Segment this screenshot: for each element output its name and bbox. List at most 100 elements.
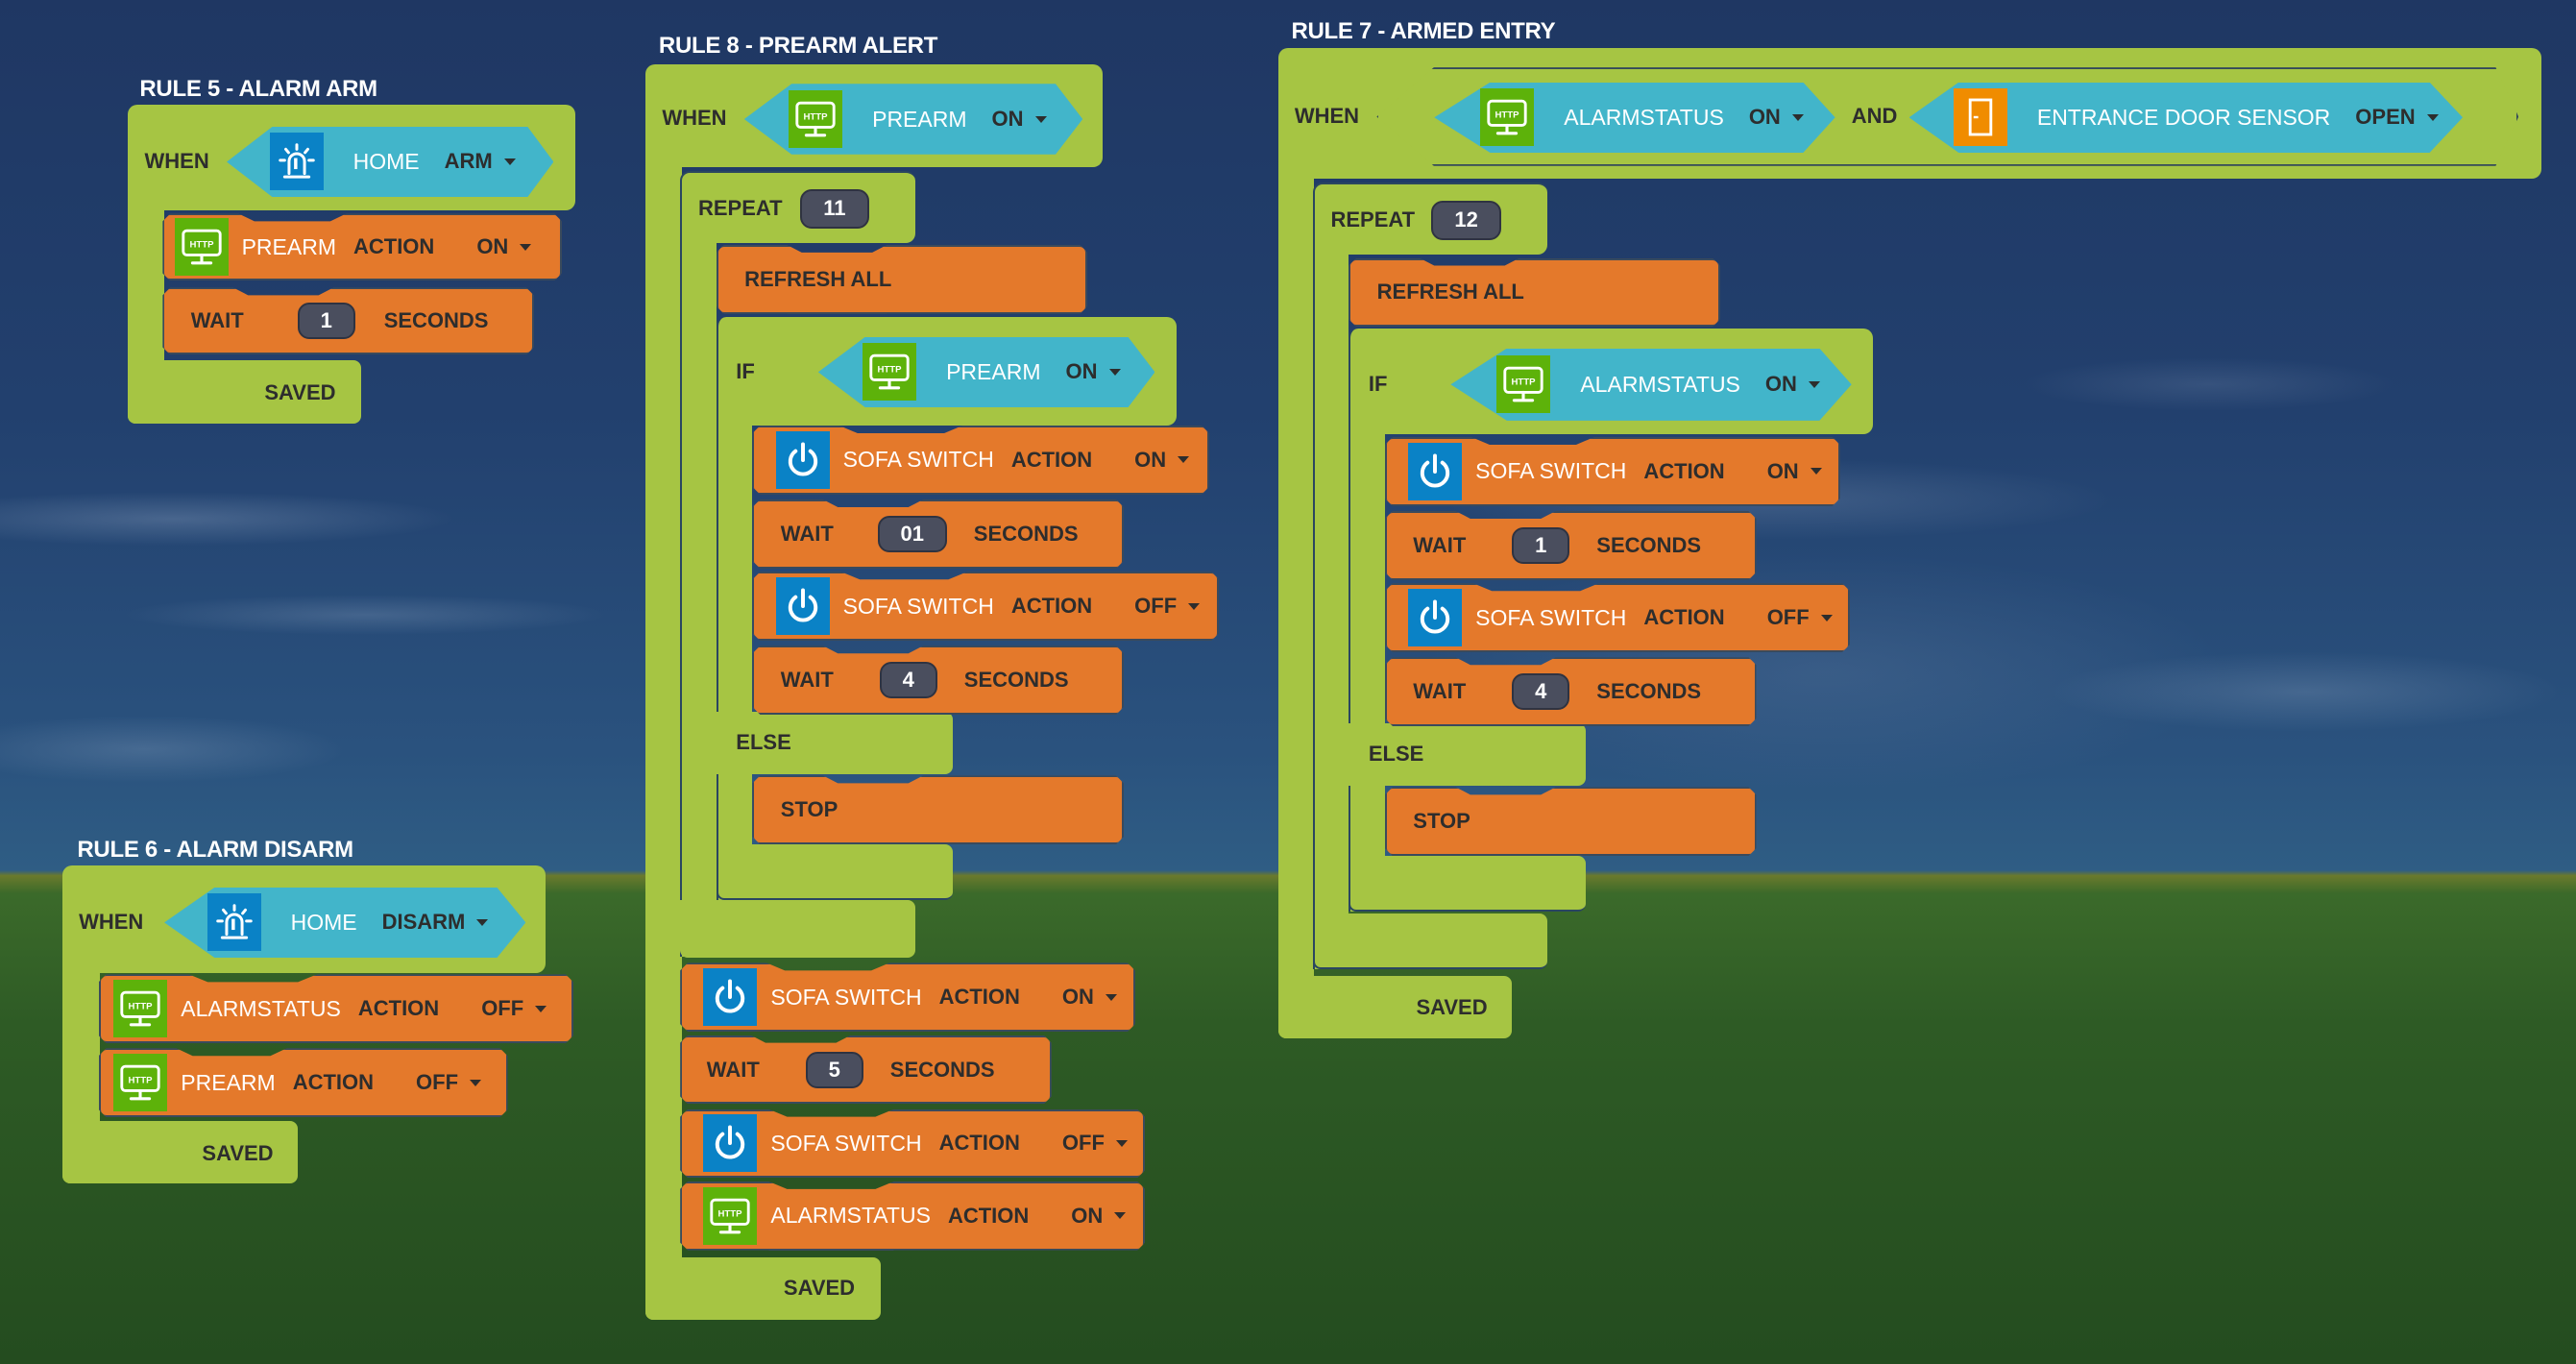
state-value: ON <box>991 107 1024 131</box>
wait-label: WAIT <box>780 668 834 693</box>
device-name: PREARM <box>872 106 967 132</box>
action-value-dropdown[interactable]: ON <box>1071 1204 1126 1229</box>
action-value-dropdown[interactable]: OFF <box>481 996 547 1021</box>
stop-label: STOP <box>1413 809 1470 834</box>
wait-seconds-input[interactable]: 4 <box>1512 673 1569 710</box>
wait-seconds-input[interactable]: 4 <box>880 662 937 698</box>
rule-title: RULE 8 - PREARM ALERT <box>658 33 938 60</box>
state-dropdown[interactable]: DISARM <box>382 910 489 935</box>
seconds-label: SECONDS <box>973 521 1079 546</box>
action-block[interactable]: SOFA SWITCH ACTION OFF <box>1385 583 1850 652</box>
wait-seconds-input[interactable]: 5 <box>806 1052 863 1088</box>
rule-title: RULE 6 - ALARM DISARM <box>77 836 353 863</box>
repeat-header[interactable] <box>680 170 915 244</box>
action-block[interactable]: ALARMSTATUS ACTION OFF <box>99 974 573 1043</box>
state-dropdown[interactable]: ARM <box>445 149 516 174</box>
chevron-down-icon <box>1108 368 1121 376</box>
wait-block[interactable]: WAIT 4 SECONDS <box>1385 657 1757 726</box>
else-row <box>1349 722 1586 786</box>
if-condition[interactable]: PREARM ON <box>817 336 1155 408</box>
wait-block[interactable]: WAIT 4 SECONDS <box>752 645 1124 715</box>
state-dropdown[interactable]: ON <box>1066 359 1121 384</box>
refresh-all-block[interactable]: REFRESH ALL <box>1349 258 1720 328</box>
action-value-dropdown[interactable]: OFF <box>1767 605 1833 630</box>
state-value: ARM <box>444 149 493 174</box>
chevron-down-icon <box>1178 456 1189 463</box>
device-name: ENTRANCE DOOR SENSOR <box>2036 104 2331 130</box>
door-icon <box>1953 88 2007 147</box>
if-condition[interactable]: ALARMSTATUS ON <box>1450 348 1852 421</box>
action-block[interactable]: SOFA SWITCH ACTION OFF <box>752 572 1219 641</box>
if-arm <box>1349 420 1385 913</box>
stop-block[interactable]: STOP <box>752 775 1124 844</box>
trigger-condition[interactable]: HOME ARM <box>227 126 554 198</box>
action-label: ACTION <box>1010 594 1093 619</box>
wait-label: WAIT <box>780 521 834 546</box>
state-dropdown[interactable]: ON <box>1765 372 1820 397</box>
action-block[interactable]: ALARMSTATUS ACTION ON <box>680 1181 1145 1251</box>
stop-block[interactable]: STOP <box>1385 787 1757 856</box>
state-dropdown[interactable]: ON <box>992 107 1047 132</box>
chevron-down-icon <box>1106 994 1117 1001</box>
action-value-dropdown[interactable]: OFF <box>416 1070 481 1095</box>
device-name: SOFA SWITCH <box>770 1130 922 1156</box>
if-footer <box>1349 856 1586 913</box>
seconds-label: SECONDS <box>383 308 489 333</box>
wait-label: WAIT <box>1413 532 1467 557</box>
wait-block[interactable]: WAIT 1 SECONDS <box>162 287 534 354</box>
action-value-dropdown[interactable]: ON <box>1767 459 1822 484</box>
wait-block[interactable]: WAIT 01 SECONDS <box>752 499 1124 569</box>
trigger-condition[interactable]: PREARM ON <box>743 84 1083 155</box>
seconds-label: SECONDS <box>1596 679 1702 704</box>
action-block[interactable]: SOFA SWITCH ACTION ON <box>1385 437 1840 506</box>
action-block[interactable]: SOFA SWITCH ACTION OFF <box>680 1109 1145 1179</box>
power-icon <box>776 577 830 635</box>
action-label: ACTION <box>1643 605 1725 630</box>
wait-block[interactable]: WAIT 1 SECONDS <box>1385 511 1757 580</box>
chevron-down-icon <box>520 244 531 251</box>
wait-seconds-input[interactable]: 1 <box>298 303 355 339</box>
state-dropdown[interactable]: OPEN <box>2355 105 2439 130</box>
state-dropdown[interactable]: ON <box>1749 105 1804 130</box>
power-icon <box>1408 589 1462 646</box>
trigger-condition-b[interactable]: ENTRANCE DOOR SENSOR OPEN <box>1908 82 2464 154</box>
trigger-condition[interactable]: HOME DISARM <box>164 887 526 959</box>
else-row <box>716 711 954 774</box>
action-label: ACTION <box>292 1070 375 1095</box>
device-name: HOME <box>352 148 420 174</box>
trigger-condition-a[interactable]: ALARMSTATUS ON <box>1434 82 1835 154</box>
chevron-down-icon <box>1114 1212 1126 1219</box>
wait-seconds-input[interactable]: 01 <box>878 516 947 552</box>
http-monitor-icon <box>703 1187 757 1245</box>
action-value-dropdown[interactable]: ON <box>1134 448 1189 473</box>
repeat-count-input[interactable]: 12 <box>1430 200 1502 240</box>
refresh-all-block[interactable]: REFRESH ALL <box>717 245 1088 314</box>
action-value-dropdown[interactable]: ON <box>476 234 531 259</box>
wait-block[interactable]: WAIT 5 SECONDS <box>680 1035 1052 1105</box>
chevron-down-icon <box>1821 615 1833 621</box>
power-icon <box>703 1114 757 1172</box>
wait-label: WAIT <box>1413 679 1467 704</box>
state-value: ON <box>1764 372 1797 397</box>
device-name: SOFA SWITCH <box>1475 458 1627 484</box>
action-block[interactable]: SOFA SWITCH ACTION ON <box>752 426 1209 495</box>
action-value-dropdown[interactable]: ON <box>1062 985 1117 1010</box>
repeat-header[interactable] <box>1312 182 1548 256</box>
action-value-dropdown[interactable]: OFF <box>1062 1131 1128 1156</box>
repeat-count-input[interactable]: 11 <box>800 188 869 229</box>
action-label: ACTION <box>352 234 435 259</box>
action-value: OFF <box>1134 594 1178 619</box>
repeat-footer <box>680 900 915 959</box>
action-block[interactable]: SOFA SWITCH ACTION ON <box>680 962 1135 1032</box>
state-value: OPEN <box>2355 105 2416 130</box>
action-block[interactable]: PREARM ACTION ON <box>162 213 562 280</box>
action-label: ACTION <box>938 985 1020 1010</box>
seconds-label: SECONDS <box>963 668 1069 693</box>
action-block[interactable]: PREARM ACTION OFF <box>99 1048 508 1117</box>
alarm-siren-icon <box>269 133 324 191</box>
chevron-down-icon <box>476 918 489 926</box>
saved-status: SAVED <box>264 379 336 404</box>
wait-seconds-input[interactable]: 1 <box>1512 527 1569 564</box>
action-value-dropdown[interactable]: OFF <box>1134 594 1200 619</box>
saved-status: SAVED <box>783 1276 856 1301</box>
